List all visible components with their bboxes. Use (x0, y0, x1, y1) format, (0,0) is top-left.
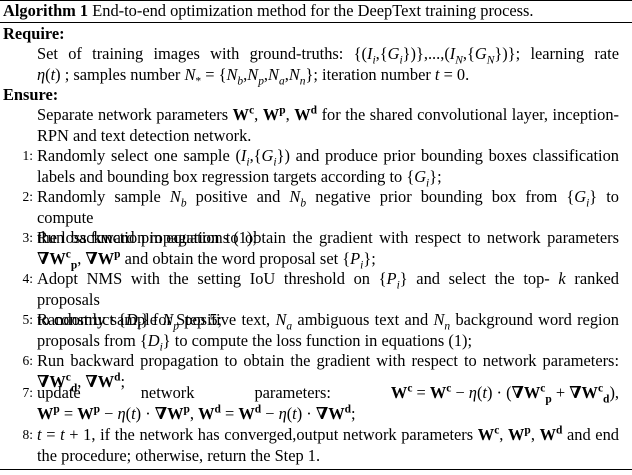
require-line-1: Set of training images with ground-truth… (37, 44, 619, 67)
algorithm-title: End-to-end optimization method for the D… (92, 1, 534, 20)
step-3: Run backward propagation to obtain the g… (37, 228, 619, 271)
step-number-8: 8: (22, 427, 33, 442)
ensure-heading: Ensure: (3, 85, 59, 104)
top-rule (0, 0, 632, 1)
step-2: Randomly sample Nb positive and Nb negat… (37, 187, 619, 247)
bottom-rule (0, 469, 632, 470)
step-7-line-2: Wp = Wp − η(t) · ∇Wp, Wd = Wd − η(t) · ∇… (37, 403, 356, 423)
step-number-4: 4: (22, 271, 33, 286)
require-text: Set of training images with ground-truth… (37, 44, 619, 87)
step-number-2: 2: (22, 189, 33, 204)
algorithm-label: Algorithm 1 (3, 1, 89, 20)
require-heading: Require: (3, 24, 65, 43)
ensure-line-1: Separate network parameters Wc, Wp, Wd f… (37, 104, 619, 124)
step-number-6: 6: (22, 353, 33, 368)
step-8: t = t + 1, if the network has converged,… (37, 424, 619, 465)
ensure-line-2: RPN and text detection network. (37, 125, 252, 145)
step-number-7: 7: (22, 385, 33, 400)
require-line-2: η(t) ; samples number N* = {Nb,Np,Na,Nn}… (37, 64, 470, 87)
step-4: Adopt NMS with the setting IoU threshold… (37, 269, 619, 333)
step-number-5: 5: (22, 312, 33, 327)
step-5: Randomly sample Np positive text, Na amb… (37, 310, 619, 353)
step-1: Randomly select one sample (Ii,{Gi}) and… (37, 146, 619, 189)
caption-rule (0, 22, 632, 23)
algorithm-caption: Algorithm 1 End-to-end optimization meth… (3, 1, 534, 22)
step-6: Run backward propagation to obtain the g… (37, 351, 619, 394)
step-7-line-1: update network parameters: Wc = Wc − η(t… (37, 382, 619, 406)
step-number-3: 3: (22, 230, 33, 245)
ensure-text: Separate network parameters Wc, Wp, Wd f… (37, 105, 619, 146)
step-number-1: 1: (22, 148, 33, 163)
